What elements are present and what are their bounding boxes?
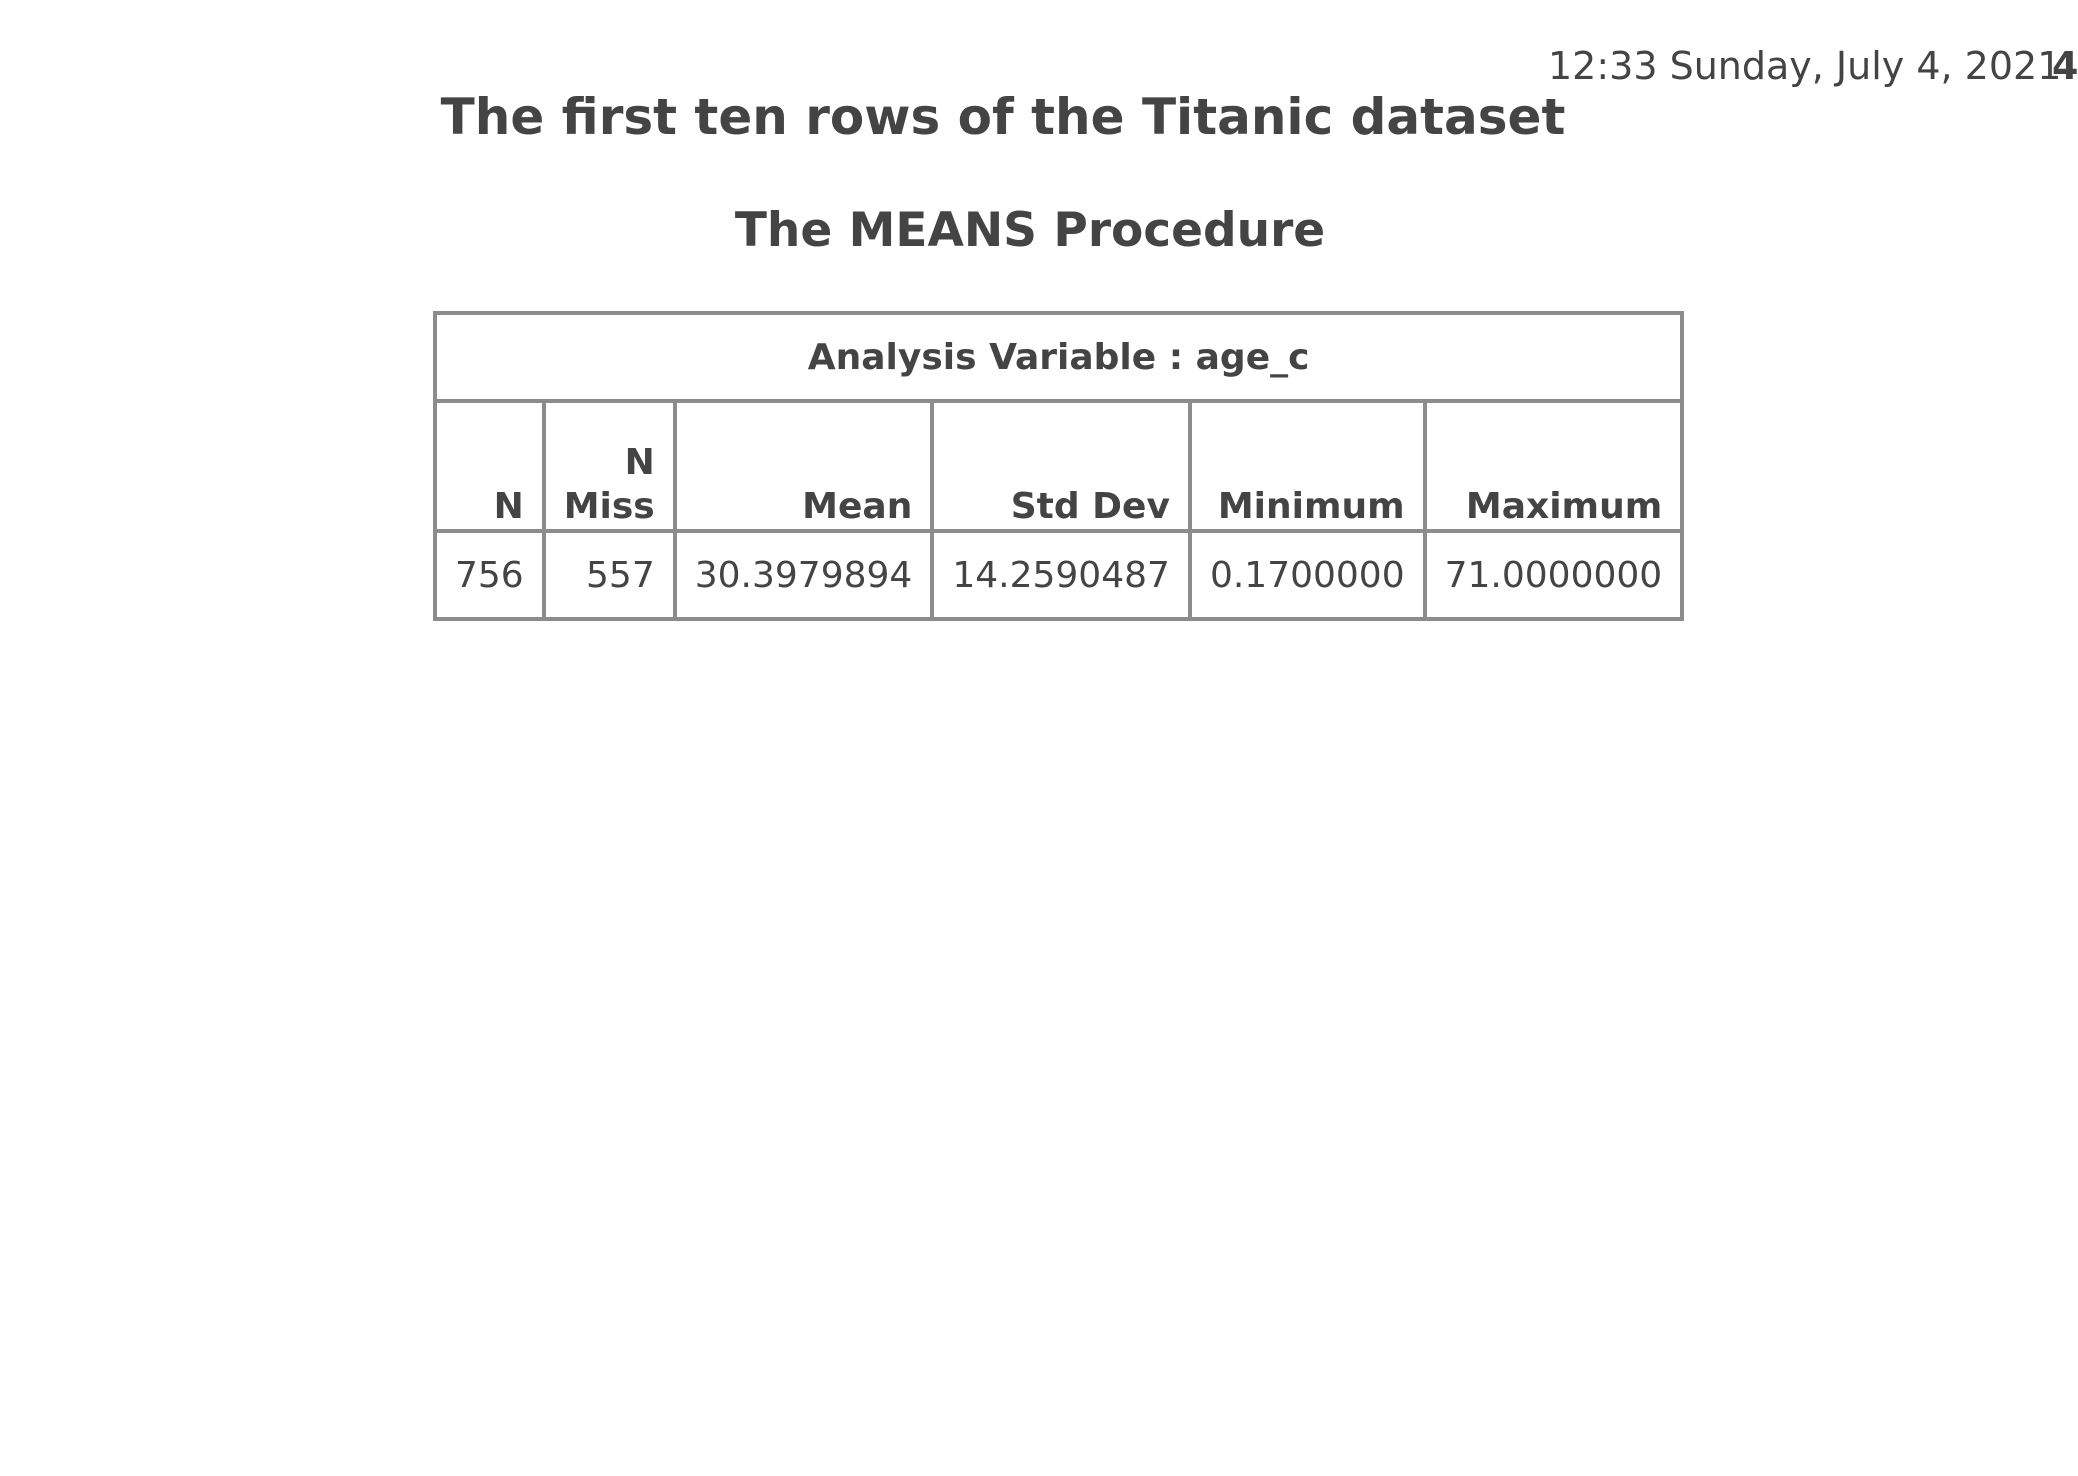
table-header-row: N N Miss Mean Std Dev Minimum Maximum: [433, 399, 1685, 533]
column-header-line2: Std Dev: [1010, 486, 1170, 527]
column-header-line1: [695, 441, 913, 485]
column-header-std-dev: Std Dev: [930, 399, 1192, 533]
column-header-minimum: Minimum: [1187, 399, 1427, 533]
cell-minimum: 0.1700000: [1187, 529, 1427, 621]
column-header-line1: [455, 441, 524, 485]
column-header-line1: [1210, 441, 1405, 485]
cell-maximum: 71.0000000: [1422, 529, 1685, 621]
cell-mean: 30.3979894: [672, 529, 935, 621]
table-row: 756 557 30.3979894 14.2590487 0.1700000 …: [433, 529, 1685, 621]
column-header-line2: Miss: [563, 486, 655, 527]
analysis-variable-caption: Analysis Variable : age_c: [432, 311, 1685, 403]
table-caption-row: Analysis Variable : age_c: [432, 311, 1685, 403]
cell-std-dev: 14.2590487: [930, 529, 1192, 621]
cell-n: 756: [433, 529, 546, 621]
report-timestamp: 12:33 Sunday, July 4, 2021: [1548, 44, 2062, 88]
column-header-line2: N: [493, 486, 524, 527]
page-number: 4: [2052, 44, 2078, 88]
means-summary-table: Analysis Variable : age_c N N Miss Mean …: [432, 311, 1685, 621]
column-header-line1: [952, 441, 1170, 485]
column-header-n: N: [433, 399, 546, 533]
column-header-line2: Mean: [802, 486, 913, 527]
column-header-line1: [1445, 441, 1663, 485]
column-header-n-miss: N Miss: [541, 399, 677, 533]
cell-n-miss: 557: [541, 529, 677, 621]
column-header-line2: Maximum: [1465, 486, 1663, 527]
procedure-title: The MEANS Procedure: [734, 203, 1326, 258]
column-header-line1: N: [624, 442, 655, 483]
report-title: The first ten rows of the Titanic datase…: [440, 88, 1566, 146]
column-header-line2: Minimum: [1217, 486, 1405, 527]
column-header-maximum: Maximum: [1422, 399, 1685, 533]
column-header-mean: Mean: [672, 399, 935, 533]
